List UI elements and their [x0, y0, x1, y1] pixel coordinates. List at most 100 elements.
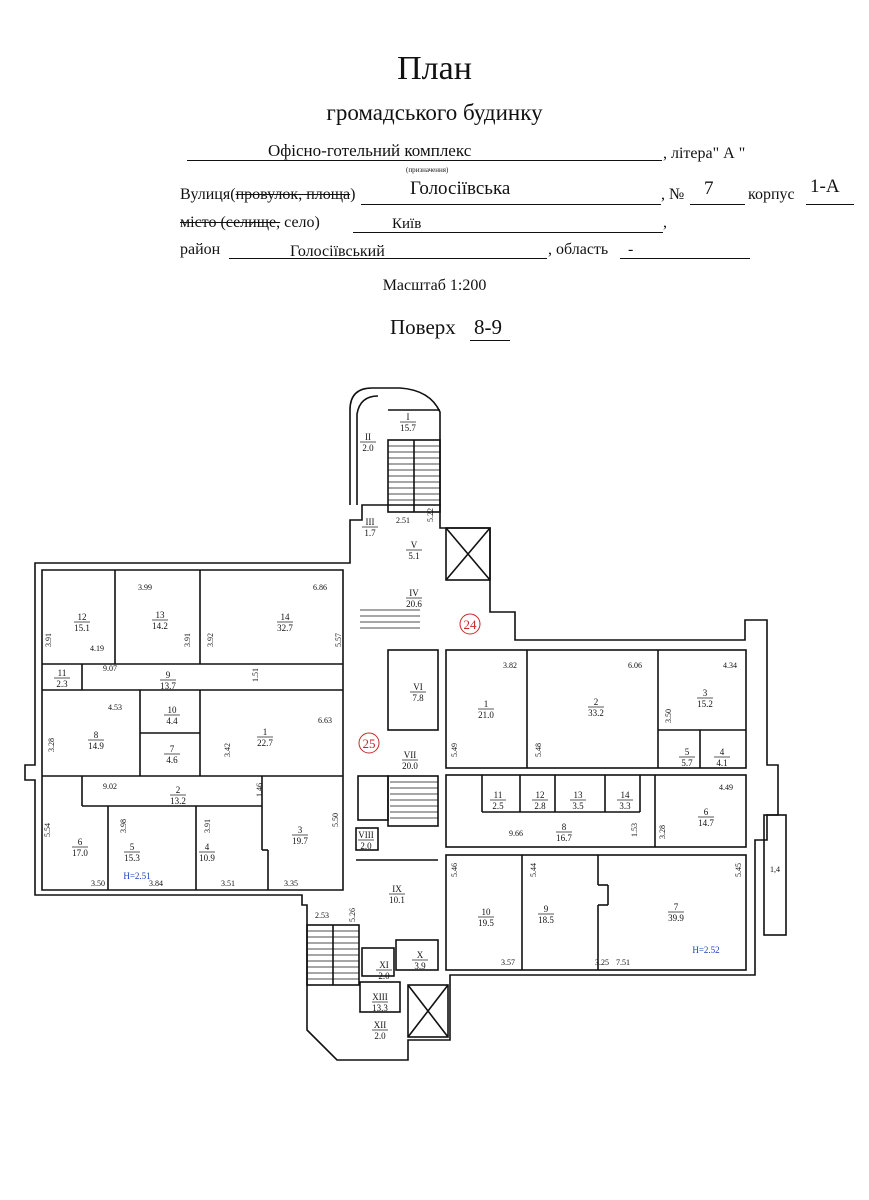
dimension-label: 3.98 — [119, 819, 128, 833]
room-id: 2 — [176, 785, 181, 795]
room-id: 9 — [544, 904, 549, 914]
room-id: 11 — [494, 790, 503, 800]
dimension-label: 5.57 — [334, 633, 343, 647]
room-label: 739.9 — [668, 902, 684, 923]
street-label: Вулиця(провулок, площа) — [180, 186, 356, 203]
room-id: 5 — [130, 842, 135, 852]
room-label: 112.5 — [490, 790, 506, 811]
room-area: 2.5 — [492, 801, 504, 811]
room-label: 143.3 — [617, 790, 633, 811]
dimension-label: 7.51 — [616, 958, 630, 967]
room-area: 3.3 — [619, 801, 631, 811]
room-id: XIII — [372, 992, 388, 1002]
room-id: 2 — [594, 697, 599, 707]
room-id: VII — [404, 750, 417, 760]
room-area: 4.4 — [166, 716, 178, 726]
scale-label: Масштаб 1:200 — [382, 277, 487, 294]
city-value: Київ — [392, 216, 422, 232]
region-value: - — [628, 241, 634, 258]
room-label: 319.7 — [292, 825, 308, 846]
room-label: 104.4 — [164, 705, 180, 726]
room-area: 10.9 — [199, 853, 215, 863]
dimension-label: 5.46 — [450, 863, 459, 877]
room-label: 74.6 — [164, 744, 180, 765]
plan-subtitle: громадського будинку — [326, 100, 543, 125]
room-label: 122.7 — [257, 727, 273, 748]
room-area: 15.2 — [697, 699, 713, 709]
room-id: 11 — [58, 668, 67, 678]
room-area: 3.9 — [414, 961, 426, 971]
room-label: VI7.8 — [410, 682, 426, 703]
dimension-label: 9.07 — [103, 664, 117, 673]
room-label: 814.9 — [88, 730, 104, 751]
room-id: 7 — [170, 744, 175, 754]
region-underline — [620, 258, 750, 259]
dimension-label: 2.51 — [396, 516, 410, 525]
room-area: 14.7 — [698, 818, 714, 828]
room-id: 8 — [562, 822, 567, 832]
room-area: 33.2 — [588, 708, 604, 718]
room-label: 121.0 — [478, 699, 494, 720]
room-id: 12 — [536, 790, 545, 800]
room-area: 13.2 — [170, 796, 186, 806]
korpus-underline — [806, 204, 854, 205]
number-underline — [690, 204, 745, 205]
dimension-label: 1.51 — [251, 668, 260, 682]
room-area: 4.1 — [716, 758, 727, 768]
room-id: III — [366, 517, 375, 527]
room-label: X3.9 — [412, 950, 428, 971]
marker-label: 25 — [363, 736, 376, 751]
room-area: 20.0 — [402, 761, 418, 771]
room-id: 4 — [205, 842, 210, 852]
room-label: V5.1 — [406, 540, 422, 561]
room-area: 15.3 — [124, 853, 140, 863]
room-label: 410.9 — [199, 842, 215, 863]
room-area: 10.1 — [389, 895, 405, 905]
room-area: 1.7 — [364, 528, 376, 538]
room-id: 13 — [156, 610, 166, 620]
dimension-label: 9.66 — [509, 829, 523, 838]
room-id: V — [411, 540, 418, 550]
room-id: 8 — [94, 730, 99, 740]
room-area: 15.1 — [74, 623, 90, 633]
city-end: , — [663, 214, 667, 231]
dimension-label: 5.49 — [450, 743, 459, 757]
dimension-label: 3.42 — [223, 743, 232, 757]
dimension-label: 3.91 — [203, 819, 212, 833]
street-underline — [361, 204, 661, 205]
room-id: 6 — [704, 807, 709, 817]
room-id: 6 — [78, 837, 83, 847]
dimension-label: 5.26 — [348, 908, 357, 922]
marker-circle — [459, 613, 481, 635]
purpose-underline — [187, 160, 662, 161]
dimension-label: 1.46 — [255, 783, 264, 797]
dimension-label: 5.50 — [331, 813, 340, 827]
room-area: 2.0 — [374, 1031, 386, 1041]
dimension-label: 5.22 — [426, 508, 435, 522]
room-label: 816.7 — [556, 822, 572, 843]
dimension-label: 4.49 — [719, 783, 733, 792]
room-area: 4.6 — [166, 755, 178, 765]
dimension-label: 3.91 — [44, 633, 53, 647]
room-label: 213.2 — [170, 785, 186, 806]
room-area: 16.7 — [556, 833, 572, 843]
room-id: 1 — [484, 699, 489, 709]
dimension-label: 3.35 — [284, 879, 298, 888]
plan-title: План — [397, 50, 472, 87]
dimension-label: 3.51 — [221, 879, 235, 888]
city-underline — [353, 232, 663, 233]
dimension-label: 3.92 — [206, 633, 215, 647]
room-label: 55.7 — [679, 747, 695, 768]
room-area: 19.7 — [292, 836, 308, 846]
korpus-label: корпус — [748, 186, 795, 203]
room-area: 14.9 — [88, 741, 104, 751]
room-id: IV — [409, 588, 419, 598]
room-id: VI — [413, 682, 423, 692]
district-label: район — [180, 241, 221, 258]
room-id: 3 — [298, 825, 303, 835]
